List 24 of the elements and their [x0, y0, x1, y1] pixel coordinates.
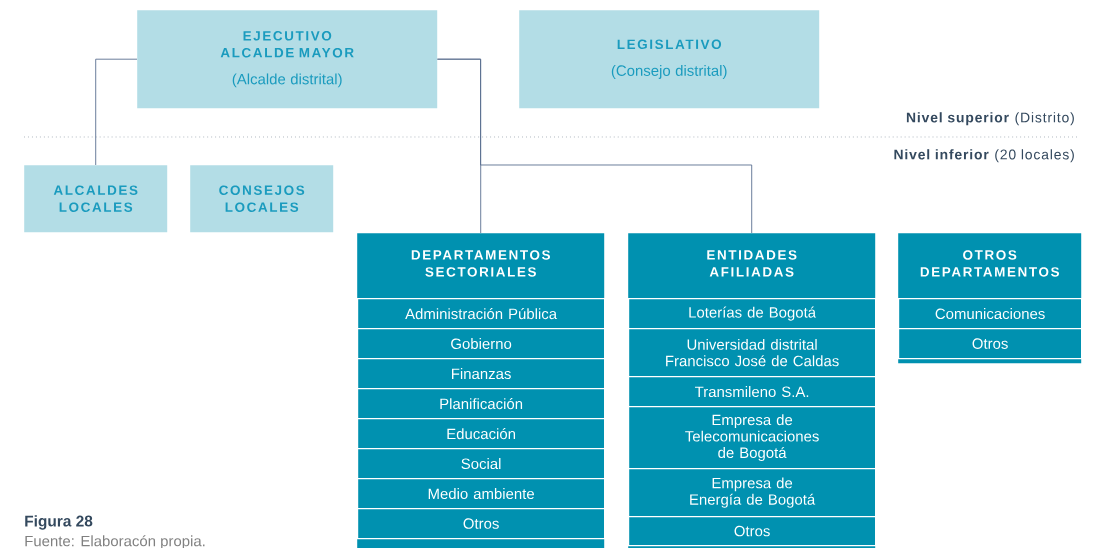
- entity-row: Finanzas: [357, 358, 606, 390]
- entity-row: Medio ambiente: [357, 478, 606, 510]
- entity-row: Otros: [898, 328, 1083, 360]
- entity-row: Comunicaciones: [898, 298, 1083, 330]
- branch-box: EJECUTIVO ALCALDE MAYOR (Alcalde distrital): [137, 10, 438, 109]
- entity-row: Universidad distrital Francisco José de Caldas: [628, 328, 877, 378]
- local-body-box: CONSEJOS LOCALES: [190, 165, 334, 233]
- local-body-box: ALCALDES LOCALES: [24, 165, 168, 233]
- entity-row: Loterías de Bogotá: [628, 298, 877, 330]
- level-label: Nivel superior (Distrito): [906, 112, 1074, 126]
- figure-number: Figura 28: [25, 515, 93, 530]
- entity-row: Gobierno: [357, 328, 606, 360]
- entity-row: Transmileno S.A.: [628, 376, 877, 408]
- entity-row: Educación: [357, 418, 606, 450]
- entity-row: Otros: [357, 508, 606, 540]
- connector-line: [436, 58, 753, 234]
- connector-line: [95, 58, 138, 166]
- branch-box: LEGISLATIVO (Consejo distrital): [519, 10, 820, 109]
- entity-row: Planificación: [357, 388, 606, 420]
- entity-row: Administración Pública: [357, 298, 606, 330]
- level-label: Nivel inferior (20 locales): [894, 149, 1074, 163]
- entity-row: Empresa de Energía de Bogotá: [628, 468, 877, 518]
- entity-row: Social: [357, 448, 606, 480]
- entity-row: Otros: [628, 516, 877, 547]
